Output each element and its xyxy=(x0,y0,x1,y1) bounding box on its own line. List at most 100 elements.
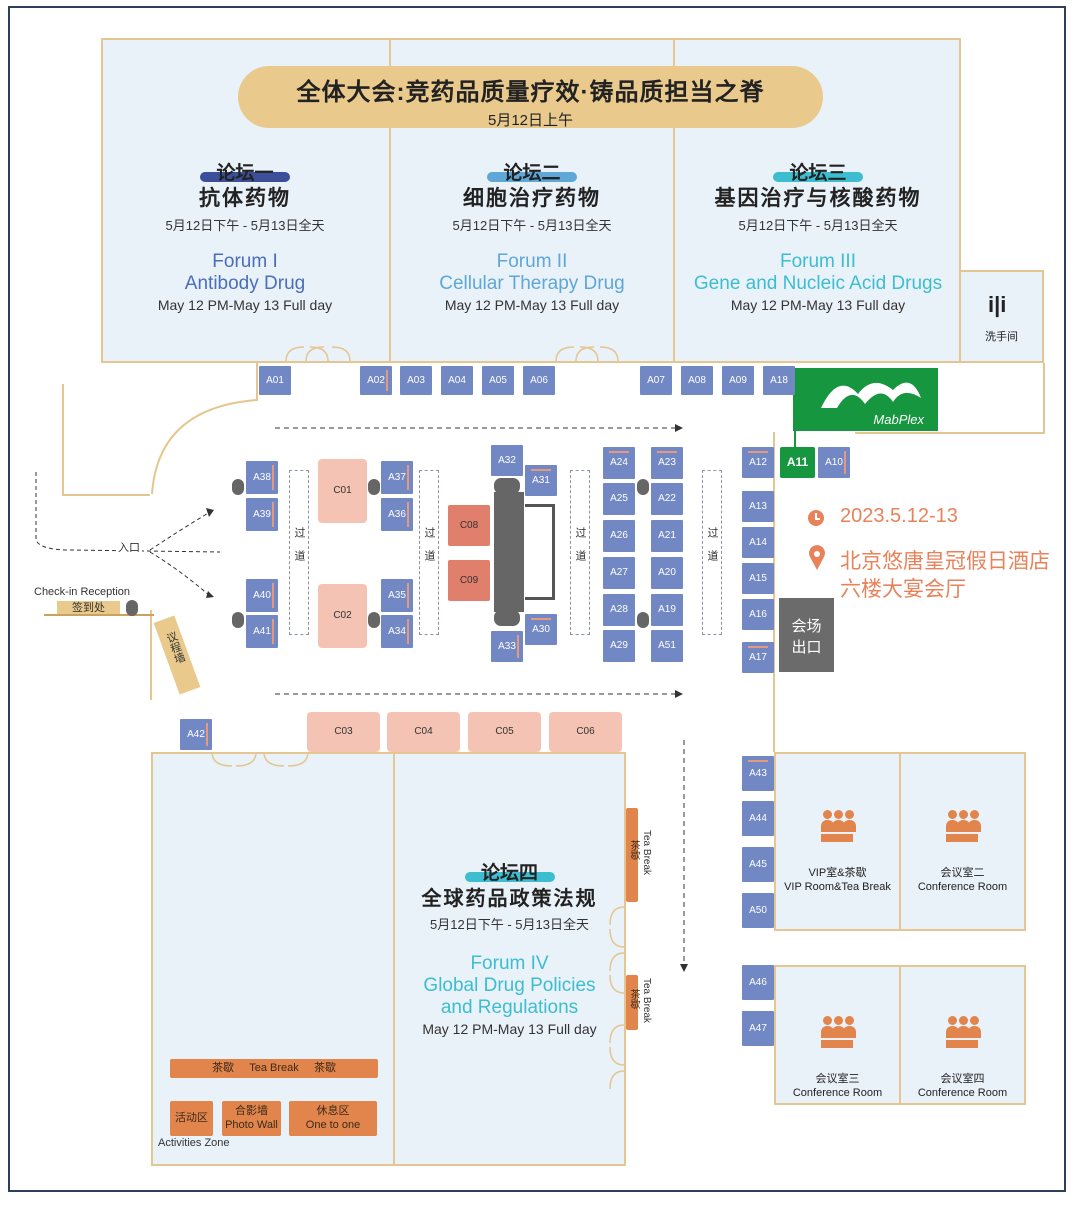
sponsor-pointer xyxy=(794,428,796,448)
booth-a37[interactable]: A37 xyxy=(381,461,413,494)
booth-a02[interactable]: A02 xyxy=(360,366,392,395)
booth-a23[interactable]: A23 xyxy=(651,447,683,479)
booth-c08[interactable]: C08 xyxy=(448,505,490,546)
plenary-title: 全体大会:竞药品质量疗效·铸品质担当之脊 xyxy=(296,79,765,106)
aisle: 过道 xyxy=(419,470,439,635)
booth-a07[interactable]: A07 xyxy=(640,366,672,395)
booth-a42[interactable]: A42 xyxy=(180,719,212,750)
pillar xyxy=(232,612,244,628)
aisle: 过道 xyxy=(702,470,722,635)
booth-a47[interactable]: A47 xyxy=(742,1011,774,1046)
booth-a10[interactable]: A10 xyxy=(818,447,850,478)
booth-c02[interactable]: C02 xyxy=(318,584,367,648)
meeting-people-icon xyxy=(821,806,856,842)
wall xyxy=(773,432,775,752)
door-arcs xyxy=(211,751,309,767)
forum-time-en: May 12 PM-May 13 Full day xyxy=(422,1021,597,1037)
booth-a04[interactable]: A04 xyxy=(441,366,473,395)
booth-a19[interactable]: A19 xyxy=(651,594,683,626)
booth-a08[interactable]: A08 xyxy=(681,366,713,395)
booth-a51[interactable]: A51 xyxy=(651,630,683,662)
booth-a13[interactable]: A13 xyxy=(742,491,774,522)
checkin-counter xyxy=(44,614,154,616)
checkin-label: Check-in Reception xyxy=(34,586,130,598)
booth-a12[interactable]: A12 xyxy=(742,447,774,478)
forum-tag-underline xyxy=(773,172,863,182)
booth-a41[interactable]: A41 xyxy=(246,615,278,648)
forum-en-subtitle: Global Drug Policies xyxy=(423,975,596,996)
wall xyxy=(855,432,1045,434)
booth-c06[interactable]: C06 xyxy=(549,712,622,752)
booth-a06[interactable]: A06 xyxy=(523,366,555,395)
booth-c03[interactable]: C03 xyxy=(307,712,380,752)
booth-a30[interactable]: A30 xyxy=(525,614,557,645)
booth-arrow-icon xyxy=(407,465,409,490)
booth-a29[interactable]: A29 xyxy=(603,630,635,662)
booth-a35[interactable]: A35 xyxy=(381,579,413,612)
booth-c05[interactable]: C05 xyxy=(468,712,541,752)
sponsor-booth[interactable]: A11 xyxy=(780,447,815,478)
booth-a09[interactable]: A09 xyxy=(722,366,754,395)
forum-time-en: May 12 PM-May 13 Full day xyxy=(730,297,906,313)
booth-a22[interactable]: A22 xyxy=(651,483,683,515)
booth-a17[interactable]: A17 xyxy=(742,642,774,673)
booth-a46[interactable]: A46 xyxy=(742,965,774,1000)
wall xyxy=(62,494,150,496)
booth-a24[interactable]: A24 xyxy=(603,447,635,479)
booth-a31[interactable]: A31 xyxy=(525,465,557,496)
booth-a44[interactable]: A44 xyxy=(742,801,774,836)
booth-a36[interactable]: A36 xyxy=(381,498,413,531)
booth-a18[interactable]: A18 xyxy=(763,366,795,395)
booth-a20[interactable]: A20 xyxy=(651,557,683,589)
booth-a03[interactable]: A03 xyxy=(400,366,432,395)
booth-a25[interactable]: A25 xyxy=(603,483,635,515)
booth-a33[interactable]: A33 xyxy=(491,631,523,662)
booth-arrow-icon xyxy=(609,451,629,453)
forum-tag: 论坛一 xyxy=(216,163,274,184)
booth-a40[interactable]: A40 xyxy=(246,579,278,612)
booth-a05[interactable]: A05 xyxy=(482,366,514,395)
booth-c09[interactable]: C09 xyxy=(448,560,490,601)
forum-3: 论坛三 基因治疗与核酸药物 5月12日下午 - 5月13日全天 Forum II… xyxy=(675,158,961,313)
booth-c04[interactable]: C04 xyxy=(387,712,460,752)
booth-a28[interactable]: A28 xyxy=(603,594,635,626)
venue-exit[interactable]: 会场 出口 xyxy=(779,598,834,672)
booth-a15[interactable]: A15 xyxy=(742,563,774,594)
booth-a27[interactable]: A27 xyxy=(603,557,635,589)
booth-a21[interactable]: A21 xyxy=(651,520,683,552)
door-arcs xyxy=(609,906,625,1090)
tea-break-label: Tea Break xyxy=(641,830,652,876)
booth-a45[interactable]: A45 xyxy=(742,847,774,882)
booth-a34[interactable]: A34 xyxy=(381,615,413,648)
wall xyxy=(150,610,152,700)
restroom-label: 洗手间 xyxy=(985,331,1018,343)
forum-en-subtitle: Antibody Drug xyxy=(184,273,306,294)
aisle: 过道 xyxy=(289,470,309,635)
forum-time-en: May 12 PM-May 13 Full day xyxy=(157,297,333,313)
booth-a32[interactable]: A32 xyxy=(491,445,523,476)
booth-a01[interactable]: A01 xyxy=(259,366,291,395)
booth-a26[interactable]: A26 xyxy=(603,520,635,552)
forum-tag-underline xyxy=(465,872,555,882)
aisle: 过道 xyxy=(570,470,590,635)
booth-a43[interactable]: A43 xyxy=(742,756,774,791)
forum-en-subtitle-2: and Regulations xyxy=(440,997,579,1018)
pillar xyxy=(368,612,380,628)
booth-a14[interactable]: A14 xyxy=(742,527,774,558)
booth-arrow-icon xyxy=(844,451,846,474)
booth-c01[interactable]: C01 xyxy=(318,459,367,523)
booth-a38[interactable]: A38 xyxy=(246,461,278,494)
booth-arrow-icon xyxy=(517,635,519,658)
restroom: i|i 洗手间 xyxy=(959,270,1044,363)
booth-a16[interactable]: A16 xyxy=(742,599,774,630)
booth-a50[interactable]: A50 xyxy=(742,893,774,928)
pillar xyxy=(368,479,380,495)
booth-arrow-icon xyxy=(748,760,768,762)
pillar xyxy=(126,600,138,616)
forum-en-title: Forum III xyxy=(779,251,856,272)
booth-a39[interactable]: A39 xyxy=(246,498,278,531)
pillar xyxy=(232,479,244,495)
forum-time-cn: 5月12日下午 - 5月13日全天 xyxy=(165,218,325,233)
